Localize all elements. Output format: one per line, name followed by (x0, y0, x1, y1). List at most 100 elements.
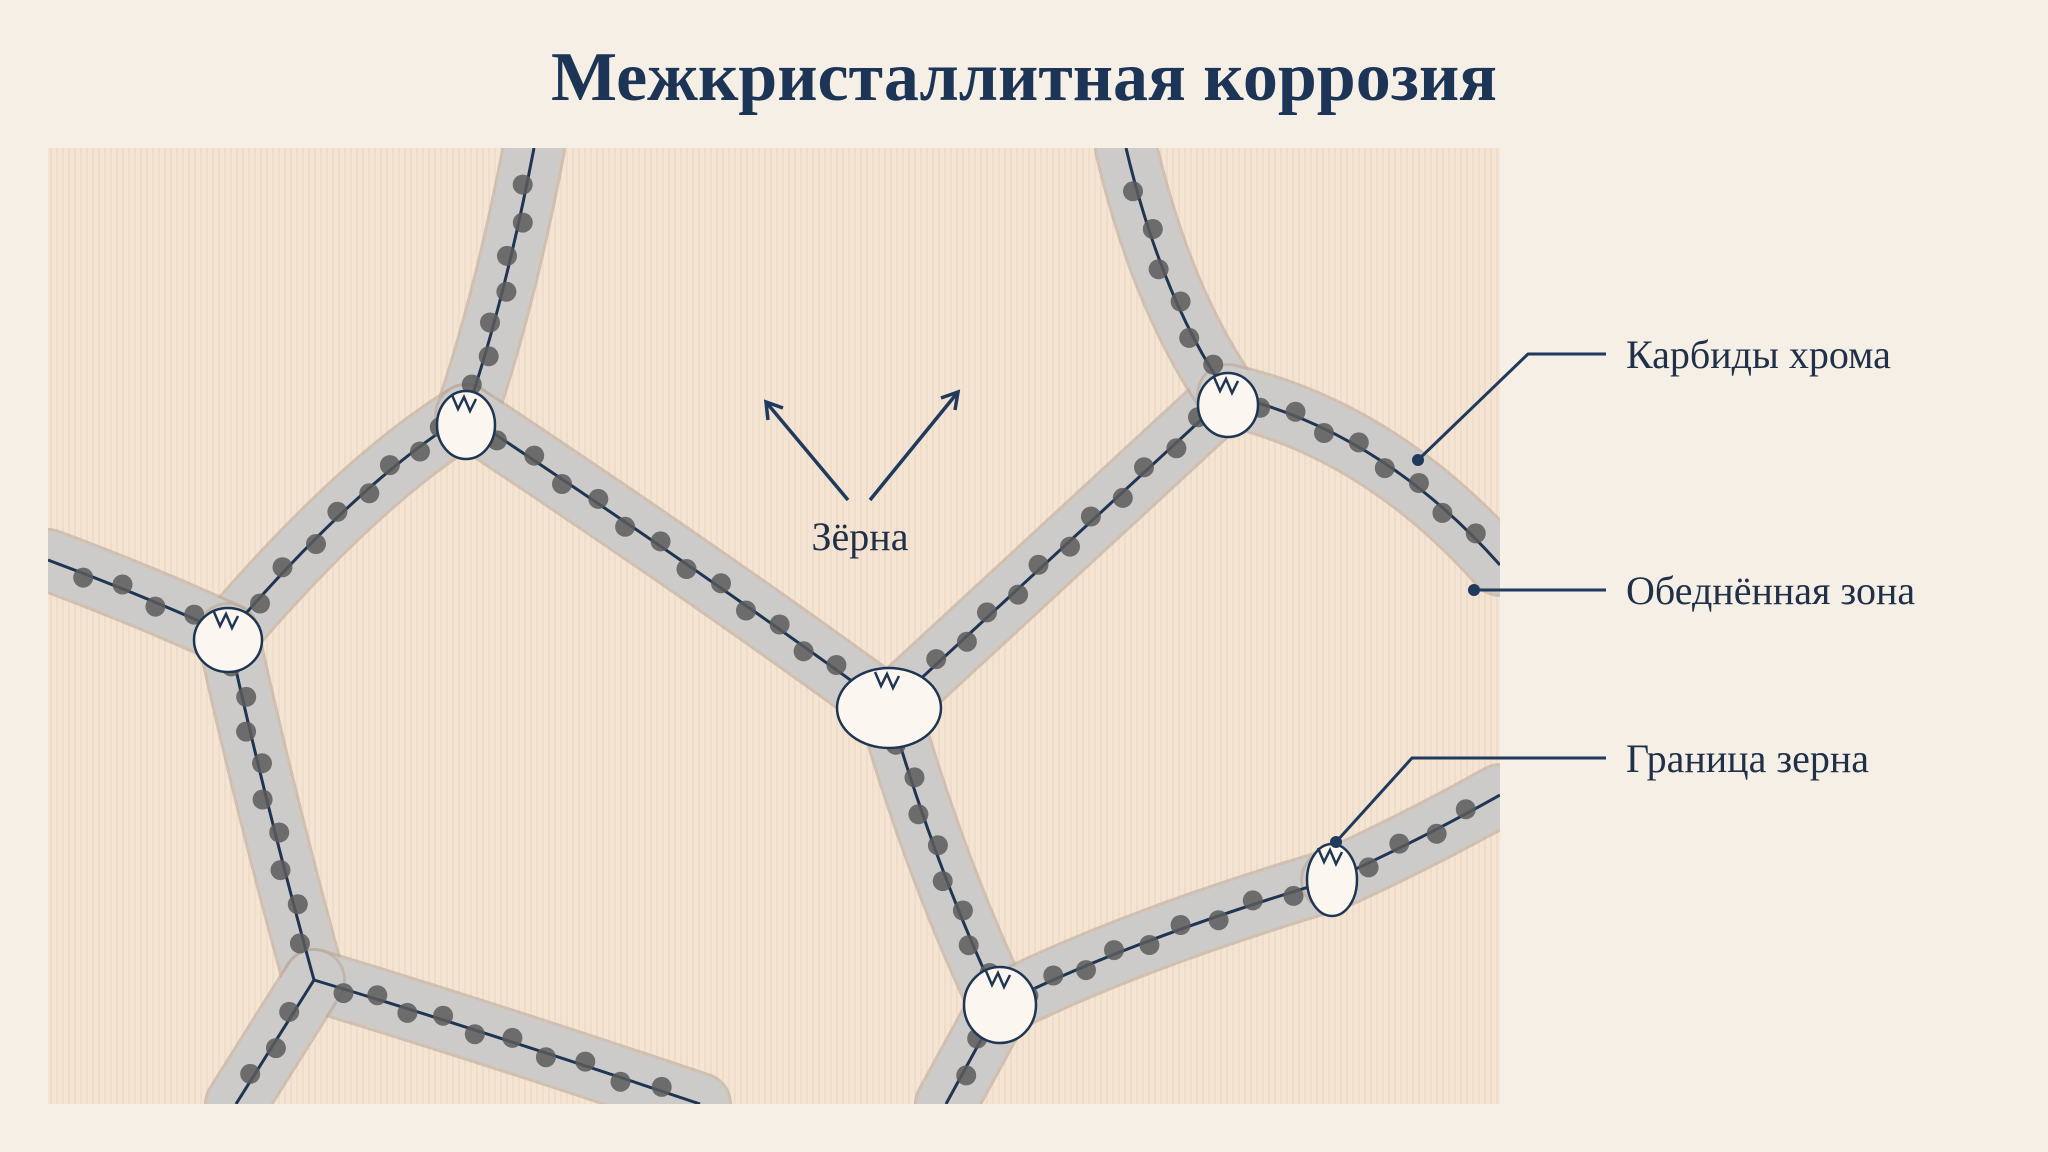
carbide-particle (1374, 458, 1395, 479)
grains-arrows (763, 389, 961, 502)
carbide-particle (952, 900, 973, 921)
carbide-particle (333, 983, 354, 1004)
pit-crack (450, 394, 478, 414)
carbide-particle (524, 445, 545, 466)
corrosion-pit (962, 965, 1038, 1045)
carbide-particle (1285, 401, 1306, 422)
carbide-particle (265, 1038, 286, 1059)
corrosion-pit (835, 666, 943, 750)
carbide-particle (112, 574, 133, 595)
carbide-particle (1242, 890, 1263, 911)
pit-crack (873, 671, 901, 691)
carbide-particle (650, 531, 671, 552)
grain-boundary-line (313, 978, 701, 1104)
carbide-particle (956, 631, 977, 652)
carbide-particle (1170, 915, 1191, 935)
carbide-particle (145, 596, 166, 617)
carbide-particle (1314, 423, 1334, 443)
carbide-particle (461, 374, 482, 395)
carbide-particle (1142, 219, 1163, 239)
carbide-particle (1432, 502, 1453, 523)
carbides-callout (1412, 352, 1606, 466)
carbide-particle (1139, 935, 1160, 955)
carbide-particle (270, 860, 291, 881)
carbide-particle (397, 1002, 418, 1023)
corrosion-pits (192, 371, 1359, 1045)
carbide-particle (289, 933, 310, 954)
diagram-title: Межкристаллитная коррозия (550, 39, 1498, 116)
pit-crack (212, 611, 240, 631)
carbide-particle (575, 1051, 596, 1072)
carbide-particle (464, 1024, 485, 1045)
carbide-particle (252, 753, 272, 774)
carbide-particle (1104, 940, 1124, 961)
carbide-particle (512, 174, 533, 195)
carbide-particle (1166, 438, 1187, 459)
carbide-particle (927, 835, 948, 856)
carbide-particle (651, 1076, 672, 1097)
carbide-particle (956, 1065, 977, 1086)
corrosion-pit (192, 606, 264, 674)
carbide-particle (1076, 960, 1096, 981)
carbide-particle (1170, 291, 1191, 312)
carbide-particle (1348, 432, 1369, 453)
carbide-particle (769, 614, 790, 635)
carbide-particle (1203, 354, 1224, 375)
carbide-particle (958, 935, 979, 956)
carbide-particle (480, 312, 500, 333)
pit-crack (984, 970, 1012, 990)
carbide-particle (1028, 554, 1049, 575)
carbide-particle (615, 516, 636, 537)
carbide-particle (1208, 910, 1229, 931)
carbide-particle (736, 600, 756, 621)
carbide-particle (610, 1071, 631, 1092)
carbide-particle (236, 686, 257, 707)
carbide-particle (379, 455, 400, 476)
carbide-particle (676, 559, 697, 579)
carbide-particle (977, 602, 997, 623)
carbide-particle (240, 1063, 261, 1084)
carbide-particle (1408, 473, 1429, 493)
carbide-particle (497, 245, 517, 266)
carbide-particle (908, 804, 929, 825)
corrosion-pit (435, 389, 497, 461)
carbide-particle (1148, 259, 1169, 280)
carbide-particle (496, 281, 517, 302)
corrosion-pit (1196, 371, 1260, 439)
carbide-particle (367, 985, 388, 1006)
carbide-particle (250, 593, 270, 614)
carbide-particle (1112, 487, 1133, 508)
carbide-particle (1043, 965, 1064, 986)
carbide-particle (73, 567, 94, 588)
carbide-particle (932, 871, 953, 892)
carbide-particle (306, 534, 326, 554)
carbide-particle (588, 488, 609, 509)
carbide-particle (1008, 584, 1029, 605)
carbide-particle (410, 441, 430, 462)
carbide-particle (793, 641, 814, 662)
carbide-particle (1123, 181, 1143, 202)
carbide-particle (711, 573, 731, 594)
depleted-zone-callout (1468, 584, 1606, 596)
pit-crack (1212, 376, 1240, 396)
carbide-particle (359, 483, 380, 504)
grain-boundary-callout (1330, 756, 1606, 848)
carbide-particle (1179, 327, 1200, 348)
carbide-particle (1358, 857, 1379, 878)
carbide-particle (272, 557, 293, 578)
carbide-particle (535, 1047, 556, 1068)
carbide-particle (279, 1001, 300, 1022)
carbide-particle (1060, 536, 1080, 557)
carbide-particle (478, 346, 499, 367)
carbide-particle (252, 789, 273, 810)
carbide-particle (1455, 799, 1476, 820)
carbide-particle (552, 474, 572, 494)
carbide-particle (433, 1005, 454, 1026)
carbide-particle (236, 721, 257, 742)
carbide-particle (1134, 457, 1154, 478)
pit-crack (1316, 847, 1344, 867)
carbide-particle (904, 767, 925, 788)
carbide-particle (1080, 506, 1101, 527)
carbide-particle (1283, 885, 1304, 906)
